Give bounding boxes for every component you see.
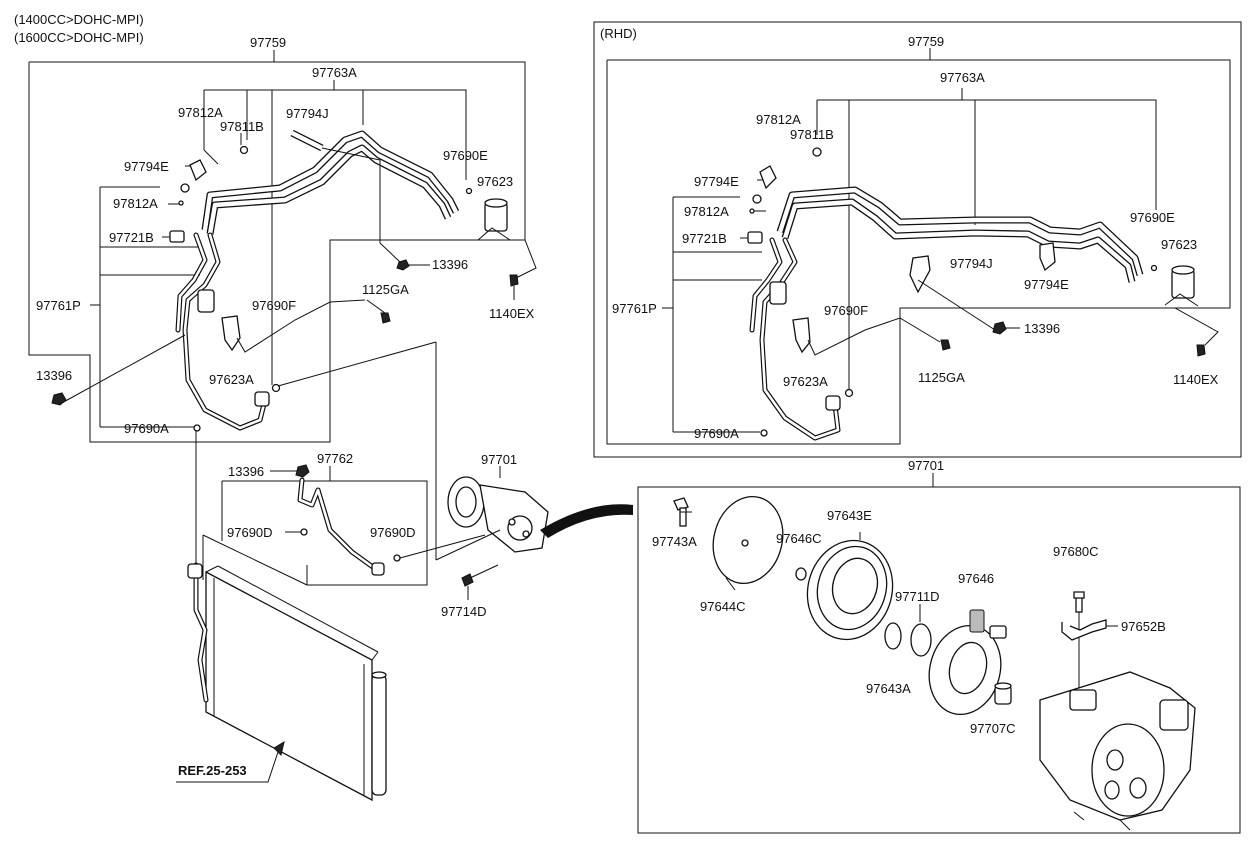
label-13396-left: 13396	[36, 368, 72, 383]
label-97811B: 97811B	[220, 119, 264, 134]
rhd-label-97761P: 97761P	[612, 301, 657, 316]
comp-label-97707C: 97707C	[970, 721, 1016, 736]
engine-spec-2: (1600CC>DOHC-MPI)	[14, 30, 144, 45]
label-97690A: 97690A	[124, 421, 169, 436]
rhd-label-97794E: 97794E	[694, 174, 739, 189]
comp-label-97701: 97701	[908, 458, 944, 473]
label-97690E: 97690E	[443, 148, 488, 163]
label-97721B: 97721B	[109, 230, 154, 245]
comp-label-97743A: 97743A	[652, 534, 697, 549]
rhd-label-1140EX: 1140EX	[1173, 372, 1219, 387]
rhd-label-97794J: 97794J	[950, 256, 993, 271]
label-97761P: 97761P	[36, 298, 81, 313]
rhd-label-97623: 97623	[1161, 237, 1197, 252]
comp-label-97643E: 97643E	[827, 508, 872, 523]
comp-label-97680C: 97680C	[1053, 544, 1099, 559]
label-97690D-right: 97690D	[370, 525, 416, 540]
label-97623: 97623	[477, 174, 513, 189]
lhd-assembly	[28, 50, 537, 570]
label-97763A: 97763A	[312, 65, 357, 80]
comp-label-97646C: 97646C	[776, 531, 822, 546]
rhd-label-1125GA: 1125GA	[918, 370, 965, 385]
rhd-label-97690E: 97690E	[1130, 210, 1175, 225]
label-13396-low: 13396	[228, 464, 264, 479]
label-97690F: 97690F	[252, 298, 296, 313]
label-97690D-left: 97690D	[227, 525, 273, 540]
hose-97762	[202, 464, 486, 586]
rhd-panel	[593, 21, 1242, 458]
rhd-title: (RHD)	[600, 26, 637, 41]
compressor-exploded-panel	[637, 473, 1241, 834]
label-1125GA: 1125GA	[362, 282, 409, 297]
ref-label: REF.25-253	[178, 763, 247, 778]
rhd-label-97794E-right: 97794E	[1024, 277, 1069, 292]
condenser	[187, 535, 387, 802]
rhd-label-97812A-top: 97812A	[756, 112, 801, 127]
label-97759: 97759	[250, 35, 286, 50]
engine-spec-1: (1400CC>DOHC-MPI)	[14, 12, 144, 27]
label-97701: 97701	[481, 452, 517, 467]
label-97812A: 97812A	[113, 196, 158, 211]
rhd-label-97759: 97759	[908, 34, 944, 49]
comp-label-97652B: 97652B	[1121, 619, 1166, 634]
label-13396-mid: 13396	[432, 257, 468, 272]
label-97794E: 97794E	[124, 159, 169, 174]
label-97714D: 97714D	[441, 604, 487, 619]
rhd-label-97721B: 97721B	[682, 231, 727, 246]
comp-label-97646: 97646	[958, 571, 994, 586]
comp-label-97643A: 97643A	[866, 681, 911, 696]
label-97794J: 97794J	[286, 106, 329, 121]
label-97812A-top: 97812A	[178, 105, 223, 120]
rhd-label-13396: 13396	[1024, 321, 1060, 336]
compressor-small	[277, 341, 633, 600]
label-97762: 97762	[317, 451, 353, 466]
label-1140EX: 1140EX	[489, 306, 535, 321]
rhd-label-97690F: 97690F	[824, 303, 868, 318]
comp-label-97711D: 97711D	[895, 589, 940, 604]
label-97623A: 97623A	[209, 372, 254, 387]
comp-label-97644C: 97644C	[700, 599, 746, 614]
rhd-label-97690A: 97690A	[694, 426, 739, 441]
rhd-label-97811B: 97811B	[790, 127, 834, 142]
rhd-label-97763A: 97763A	[940, 70, 985, 85]
rhd-label-97623A: 97623A	[783, 374, 828, 389]
rhd-label-97812A: 97812A	[684, 204, 729, 219]
